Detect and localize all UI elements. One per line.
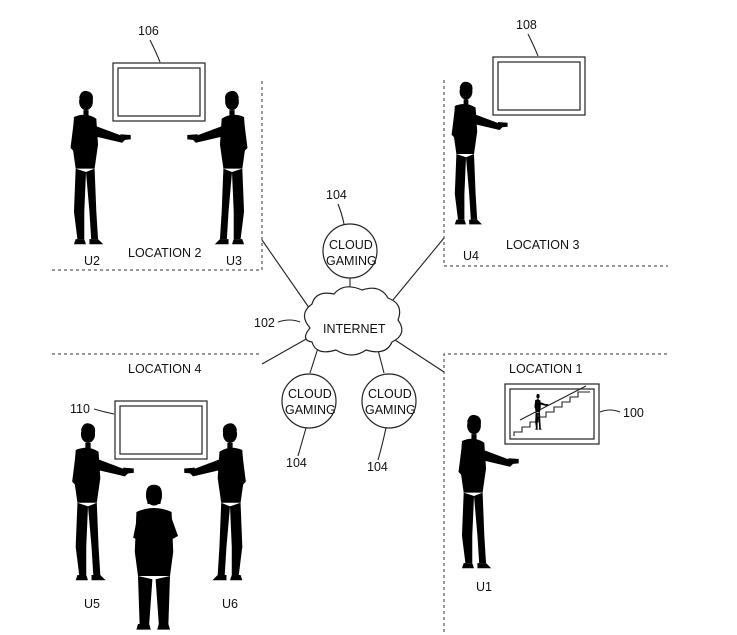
link-internet-loc3	[387, 237, 445, 307]
display-110-leader	[93, 408, 115, 415]
location-1-boundary	[443, 353, 668, 632]
link-internet-loc2	[261, 239, 313, 313]
internet-ref: 102	[254, 316, 275, 330]
link-internet-cloud-right	[377, 349, 385, 374]
cloud-left-ref: 104	[286, 456, 307, 470]
game-staircase	[513, 391, 590, 436]
link-internet-loc4	[261, 337, 309, 365]
display-106-leader	[149, 39, 161, 63]
display-100-leader	[599, 409, 621, 413]
cloud-right-line1: CLOUD	[368, 387, 412, 401]
user-u4-label: U4	[463, 249, 479, 263]
cloud-right-line2: GAMING	[365, 403, 416, 417]
cloud-gaming-server-right	[361, 373, 417, 429]
internet-label: INTERNET	[323, 322, 386, 336]
cloud-top-line1: CLOUD	[329, 238, 373, 252]
cloud-left-ref-leader	[297, 427, 307, 457]
user-u6-label: U6	[222, 597, 238, 611]
display-100-ref: 100	[623, 406, 644, 420]
spectator-figure	[133, 484, 178, 630]
display-106-ref: 106	[138, 24, 159, 38]
location-4-label: LOCATION 4	[128, 362, 201, 376]
game-stair-rail	[519, 385, 587, 421]
cloud-right-ref: 104	[367, 460, 388, 474]
cloud-top-ref-leader	[337, 203, 345, 225]
user-u5-label: U5	[84, 597, 100, 611]
cloud-gaming-server-left	[281, 373, 337, 429]
location-3-label: LOCATION 3	[506, 238, 579, 252]
display-108-ref: 108	[516, 18, 537, 32]
user-u2-label: U2	[84, 254, 100, 268]
cloud-left-line1: CLOUD	[288, 387, 332, 401]
link-internet-loc1	[391, 337, 445, 373]
location-3-boundary	[443, 80, 668, 267]
display-106	[112, 62, 206, 122]
location-2-label: LOCATION 2	[128, 246, 201, 260]
display-108	[492, 56, 586, 116]
user-u1-label: U1	[476, 580, 492, 594]
display-110-ref: 110	[70, 402, 90, 416]
user-u3-label: U3	[226, 254, 242, 268]
internet-ref-leader	[277, 319, 301, 323]
display-100	[504, 383, 600, 445]
cloud-top-line2: GAMING	[326, 254, 377, 268]
display-108-leader	[527, 33, 539, 57]
link-internet-cloud-left	[309, 347, 319, 374]
cloud-right-ref-leader	[377, 427, 387, 461]
cloud-left-line2: GAMING	[285, 403, 336, 417]
location-2-boundary	[52, 80, 263, 271]
internet-cloud	[303, 286, 403, 356]
cloud-top-ref: 104	[326, 188, 347, 202]
display-110	[114, 400, 208, 460]
location-1-label: LOCATION 1	[509, 362, 582, 376]
